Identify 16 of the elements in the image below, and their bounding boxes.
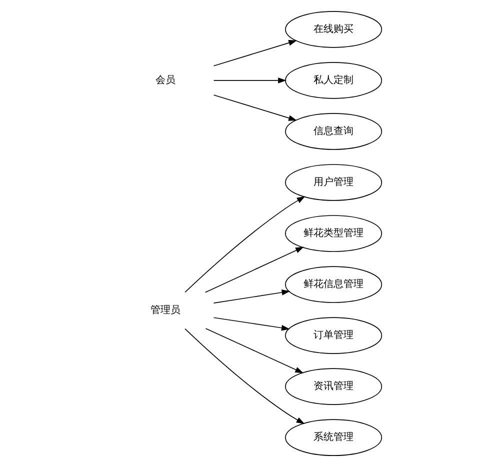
arrow [213, 94, 297, 121]
arrow [204, 246, 304, 293]
arrow [205, 328, 304, 374]
arrow [213, 40, 297, 66]
arrow [184, 328, 305, 424]
node-ellipse: 系统管理 [285, 419, 382, 456]
arrow [213, 78, 286, 84]
node-ellipse: 鲜花信息管理 [285, 266, 382, 303]
node-text: 会员 [155, 75, 176, 86]
node-text: 管理员 [150, 305, 180, 316]
node-ellipse: 用户管理 [285, 164, 382, 201]
arrow [213, 290, 290, 304]
node-ellipse: 订单管理 [285, 317, 382, 354]
node-ellipse: 私人定制 [285, 62, 382, 99]
arrow [184, 196, 306, 293]
arrow [213, 317, 290, 331]
